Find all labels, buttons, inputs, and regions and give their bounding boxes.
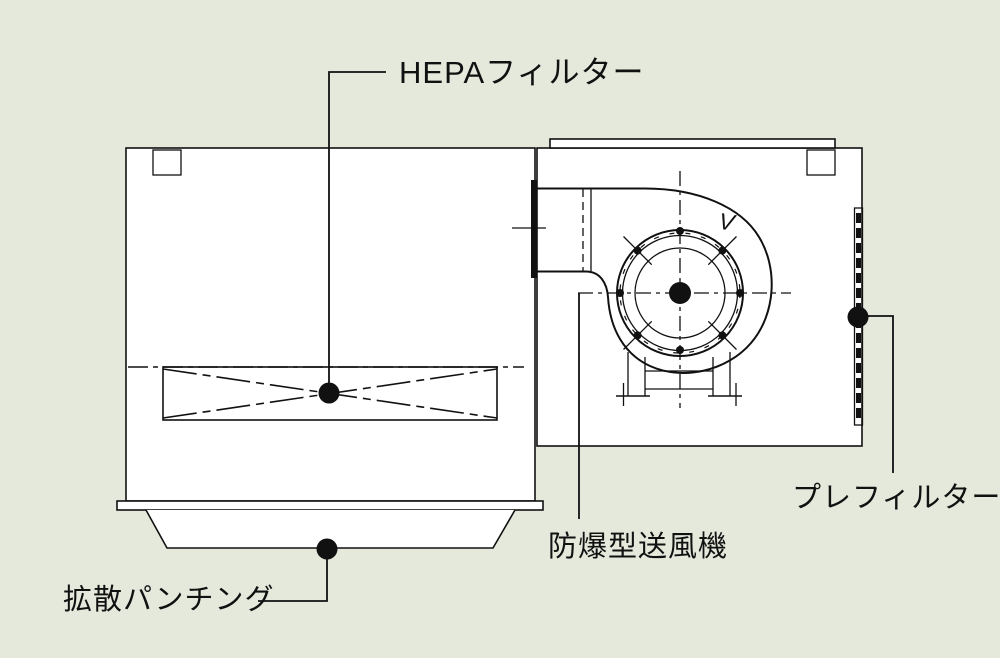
housing-bottom-flange [116,500,544,511]
bolt-dot-bottom [676,346,684,354]
pre-filter-label: プレフィルター [792,482,1000,514]
bolt-dot-bottom-right [718,331,727,340]
blower-volute-outline [537,187,773,374]
blower-impeller: V [578,171,791,408]
punching-leader-dot [316,538,338,560]
blower-housing-group: V [512,138,864,447]
hepa-leader-line [328,71,386,393]
filter-housing-body [125,147,536,502]
housing-corner-fitting-left [152,149,182,176]
housing-top-lid [549,138,836,149]
pre-filter-leader-dot [847,306,869,328]
bolt-dot-top-left [633,246,642,255]
blower-label: 防爆型送風機 [548,530,728,563]
bolt-dot-top-right [718,246,727,255]
punching-leader-line [258,549,328,602]
diffusion-punching-label: 拡散パンチング [63,583,274,616]
blower-base-stand [616,352,742,406]
blower-center-dot [669,282,691,304]
bolt-dot-right [736,289,744,297]
pre-filter-leader-line [868,315,894,473]
hepa-filter-label: HEPAフィルター [399,55,645,90]
rotation-v-mark: V [717,208,738,236]
callouts: HEPAフィルター 拡散パンチング 防爆型送風機 プレフィルター [63,55,1000,616]
bolt-dot-bottom-left [633,331,642,340]
hepa-leader-dot [318,382,340,404]
inlet-duct [512,180,592,278]
inlet-flange-bar [531,180,537,278]
filter-housing-group [116,147,544,549]
bolt-dot-left [616,289,624,297]
blower-housing-body [536,147,863,447]
bolt-dot-top [676,227,684,235]
housing-corner-fitting-right [806,149,836,176]
